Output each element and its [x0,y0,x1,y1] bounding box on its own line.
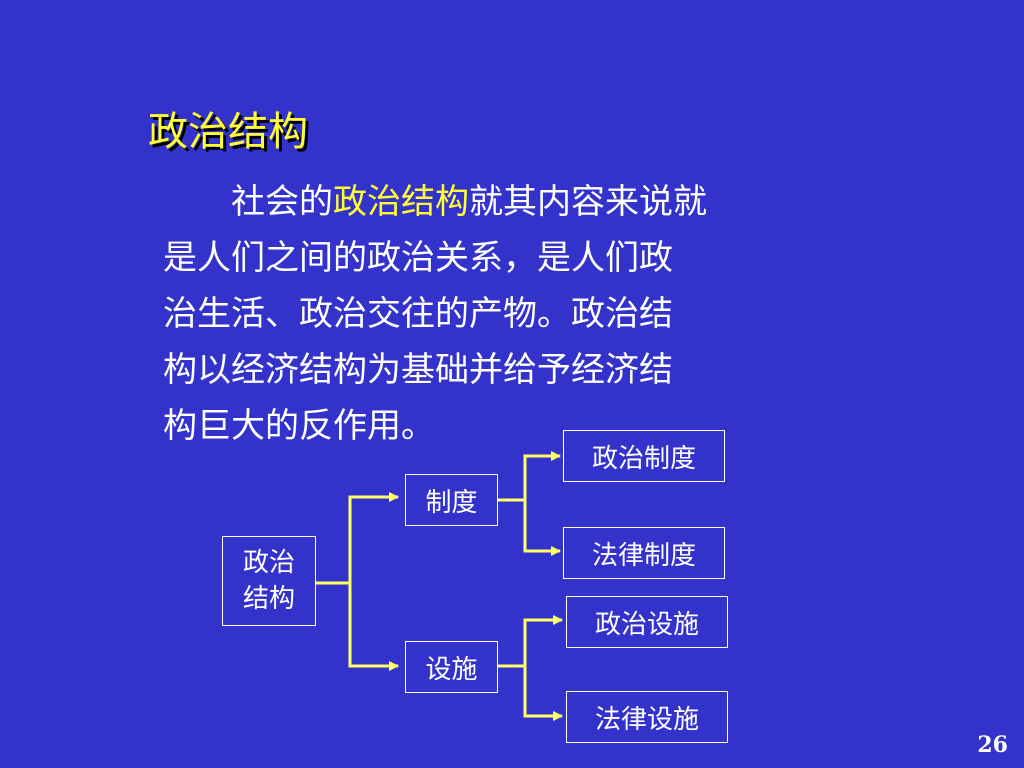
node-facility: 设施 [405,641,498,693]
connector-root-to-facility [348,583,399,671]
node-system: 制度 [405,474,498,526]
connector-facility-to-political [523,615,563,666]
connector-facility-to-legal [523,666,563,721]
node-legal-facility: 法律设施 [566,691,728,743]
node-political-facility: 政治设施 [566,596,728,648]
body-paragraph: 社会的政治结构就其内容来说就 是人们之间的政治关系，是人们政 治生活、政治交往的… [163,174,903,454]
connector-system-to-legal [523,500,561,556]
slide-title: 政治结构 [148,109,308,155]
page-number: 26 [977,732,1008,758]
node-political-system: 政治制度 [563,430,725,482]
paragraph-line-4: 构以经济结构为基础并给予经济结 [163,350,673,390]
node-legal-system: 法律制度 [563,527,725,579]
paragraph-line-3: 治生活、政治交往的产物。政治结 [163,294,673,334]
node-political-structure: 政治 结构 [222,536,316,626]
connector-lines [316,451,563,721]
paragraph-line-2: 是人们之间的政治关系，是人们政 [163,238,673,278]
paragraph-line-1: 社会的政治结构就其内容来说就 [231,182,707,222]
connector-root-to-system [348,492,399,583]
highlight-term: 政治结构 [333,182,469,222]
paragraph-line-5: 构巨大的反作用。 [163,406,435,446]
connector-system-to-political [523,451,561,500]
